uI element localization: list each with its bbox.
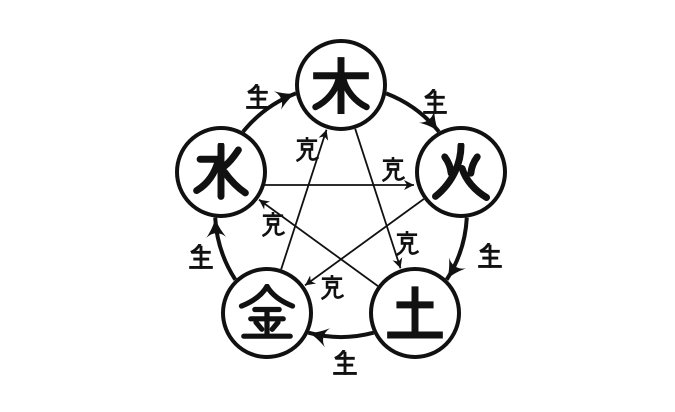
ke-label-earth-water: 克 [262, 212, 285, 237]
sheng-character [478, 243, 502, 268]
overcoming-arrow-metal-to-wood [280, 129, 329, 270]
sheng-label-water-wood: 生 [246, 84, 270, 109]
element-node-wood: 木 [295, 39, 387, 131]
ke-character [396, 231, 419, 256]
sheng-character [423, 89, 447, 114]
element-node-earth: 土 [369, 267, 461, 359]
sheng-label-earth-metal: 生 [333, 350, 357, 375]
ke-character [296, 137, 319, 162]
ke-character [321, 275, 344, 300]
element-node-fire: 火 [415, 126, 507, 218]
ke-label-metal-wood: 克 [296, 137, 319, 162]
element-node-metal: 金 [221, 267, 313, 359]
generating-arrow-fire-to-earth [445, 217, 469, 281]
sheng-character [246, 84, 270, 109]
generating-arrow-water-to-wood [241, 91, 297, 133]
sheng-label-wood-fire: 生 [423, 89, 447, 114]
sheng-label-fire-earth: 生 [478, 243, 502, 268]
ke-character [262, 212, 285, 237]
overcoming-cycle-pentagram [258, 128, 425, 287]
ke-label-fire-metal: 克 [321, 275, 344, 300]
overcoming-arrow-fire-to-metal [304, 198, 425, 287]
element-node-water: 水 [175, 126, 267, 218]
overcoming-arrow-earth-to-water [258, 198, 379, 287]
overcoming-arrow-wood-to-earth [354, 128, 403, 269]
sheng-label-metal-water: 生 [189, 244, 213, 269]
generating-cycle-ring [206, 91, 469, 348]
sheng-character [333, 350, 357, 375]
generating-arrow-wood-to-fire [385, 91, 441, 133]
ke-label-water-fire: 克 [382, 157, 405, 182]
ke-character [382, 157, 405, 182]
generating-arrow-metal-to-water [206, 217, 237, 281]
element-nodes: 木 火 土 金 水 [175, 39, 507, 359]
sheng-character [189, 244, 213, 269]
generating-arrow-earth-to-metal [307, 328, 375, 348]
ke-label-wood-earth: 克 [396, 231, 419, 256]
